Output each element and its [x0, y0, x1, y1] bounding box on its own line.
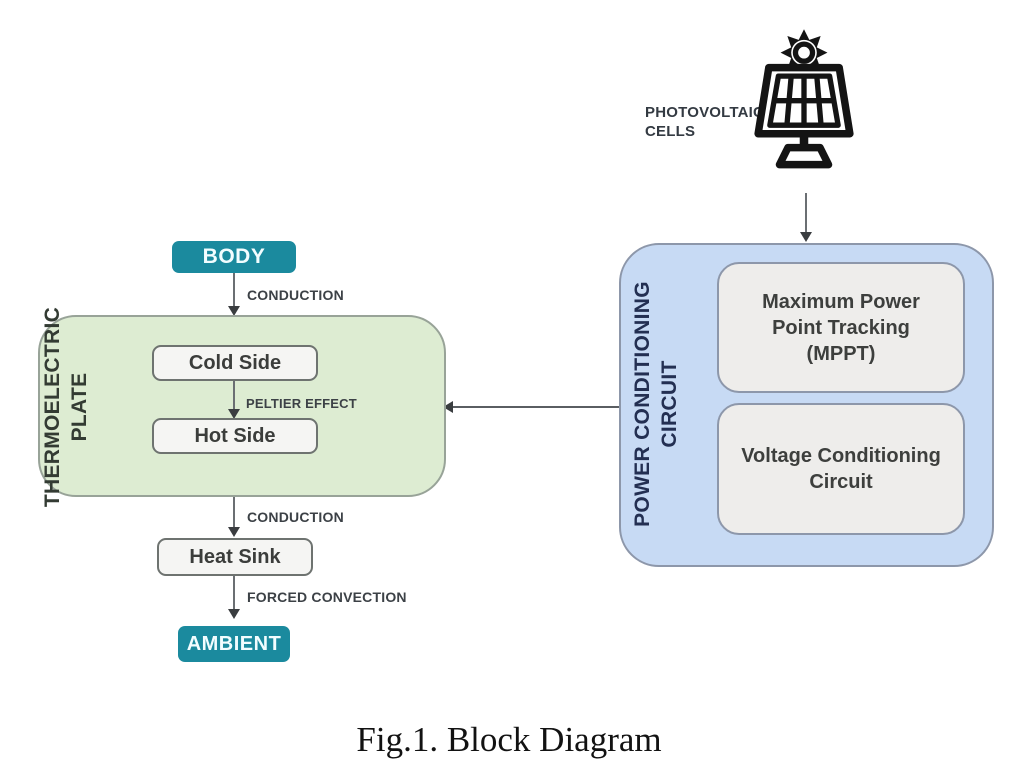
arrow-pcc-to-tep-line	[452, 406, 619, 408]
conduction-top-label: CONDUCTION	[247, 287, 344, 303]
tep-title-line1: THERMOELECTRIC	[41, 306, 64, 508]
voltage-conditioning-circuit-box: Voltage Conditioning Circuit	[717, 403, 965, 535]
arrow-pv-to-pcc-head	[800, 232, 812, 242]
voltage-conditioning-circuit-label: Voltage Conditioning Circuit	[741, 445, 941, 493]
photovoltaic-cells-label-line1: PHOTOVOLTAIC	[645, 104, 765, 121]
pcc-title-line2: CIRCUIT	[658, 360, 681, 448]
forced-convection-label: FORCED CONVECTION	[247, 589, 407, 605]
arrow-cold-to-hot-head	[228, 409, 240, 419]
solar-panel-stand	[775, 143, 833, 169]
power-conditioning-circuit-title: POWER CONDITIONING CIRCUIT	[629, 254, 685, 554]
arrow-cold-to-hot-line	[233, 381, 235, 409]
figure-caption: Fig.1. Block Diagram	[356, 720, 662, 759]
arrow-tep-to-heatsink-line	[233, 497, 235, 527]
mppt-label: Maximum Power Point Tracking (MPPT)	[762, 290, 920, 365]
thermoelectric-plate-box	[38, 315, 446, 497]
arrow-tep-to-heatsink-head	[228, 527, 240, 537]
cold-side-box: Cold Side	[152, 345, 318, 381]
arrow-heatsink-to-ambient-head	[228, 609, 240, 619]
tep-title-line2: PLATE	[68, 372, 91, 442]
mppt-box: Maximum Power Point Tracking (MPPT)	[717, 262, 965, 393]
photovoltaic-cells-label: PHOTOVOLTAIC CELLS	[645, 103, 764, 141]
arrow-body-to-tep-head	[228, 306, 240, 316]
body-box: BODY	[172, 241, 296, 273]
arrow-pcc-to-tep-head	[443, 401, 453, 413]
photovoltaic-cells-label-line2: CELLS	[645, 123, 696, 140]
arrow-pv-to-pcc-line	[805, 193, 807, 232]
heat-sink-box: Heat Sink	[157, 538, 313, 576]
thermoelectric-plate-title: THERMOELECTRIC PLATE	[39, 262, 95, 552]
ambient-box: AMBIENT	[178, 626, 290, 662]
ambient-label: AMBIENT	[186, 632, 282, 655]
hot-side-box: Hot Side	[152, 418, 318, 454]
heat-sink-label: Heat Sink	[189, 545, 281, 568]
arrow-body-to-tep-line	[233, 273, 235, 306]
body-label: BODY	[202, 245, 266, 268]
hot-side-label: Hot Side	[194, 424, 276, 447]
photovoltaic-cells-icon	[754, 29, 854, 169]
cold-side-label: Cold Side	[188, 351, 282, 374]
pcc-title-line1: POWER CONDITIONING	[631, 281, 654, 527]
peltier-effect-label: PELTIER EFFECT	[246, 396, 357, 411]
solar-panel-grid-border	[767, 73, 841, 128]
arrow-heatsink-to-ambient-line	[233, 576, 235, 609]
conduction-bottom-label: CONDUCTION	[247, 509, 344, 525]
